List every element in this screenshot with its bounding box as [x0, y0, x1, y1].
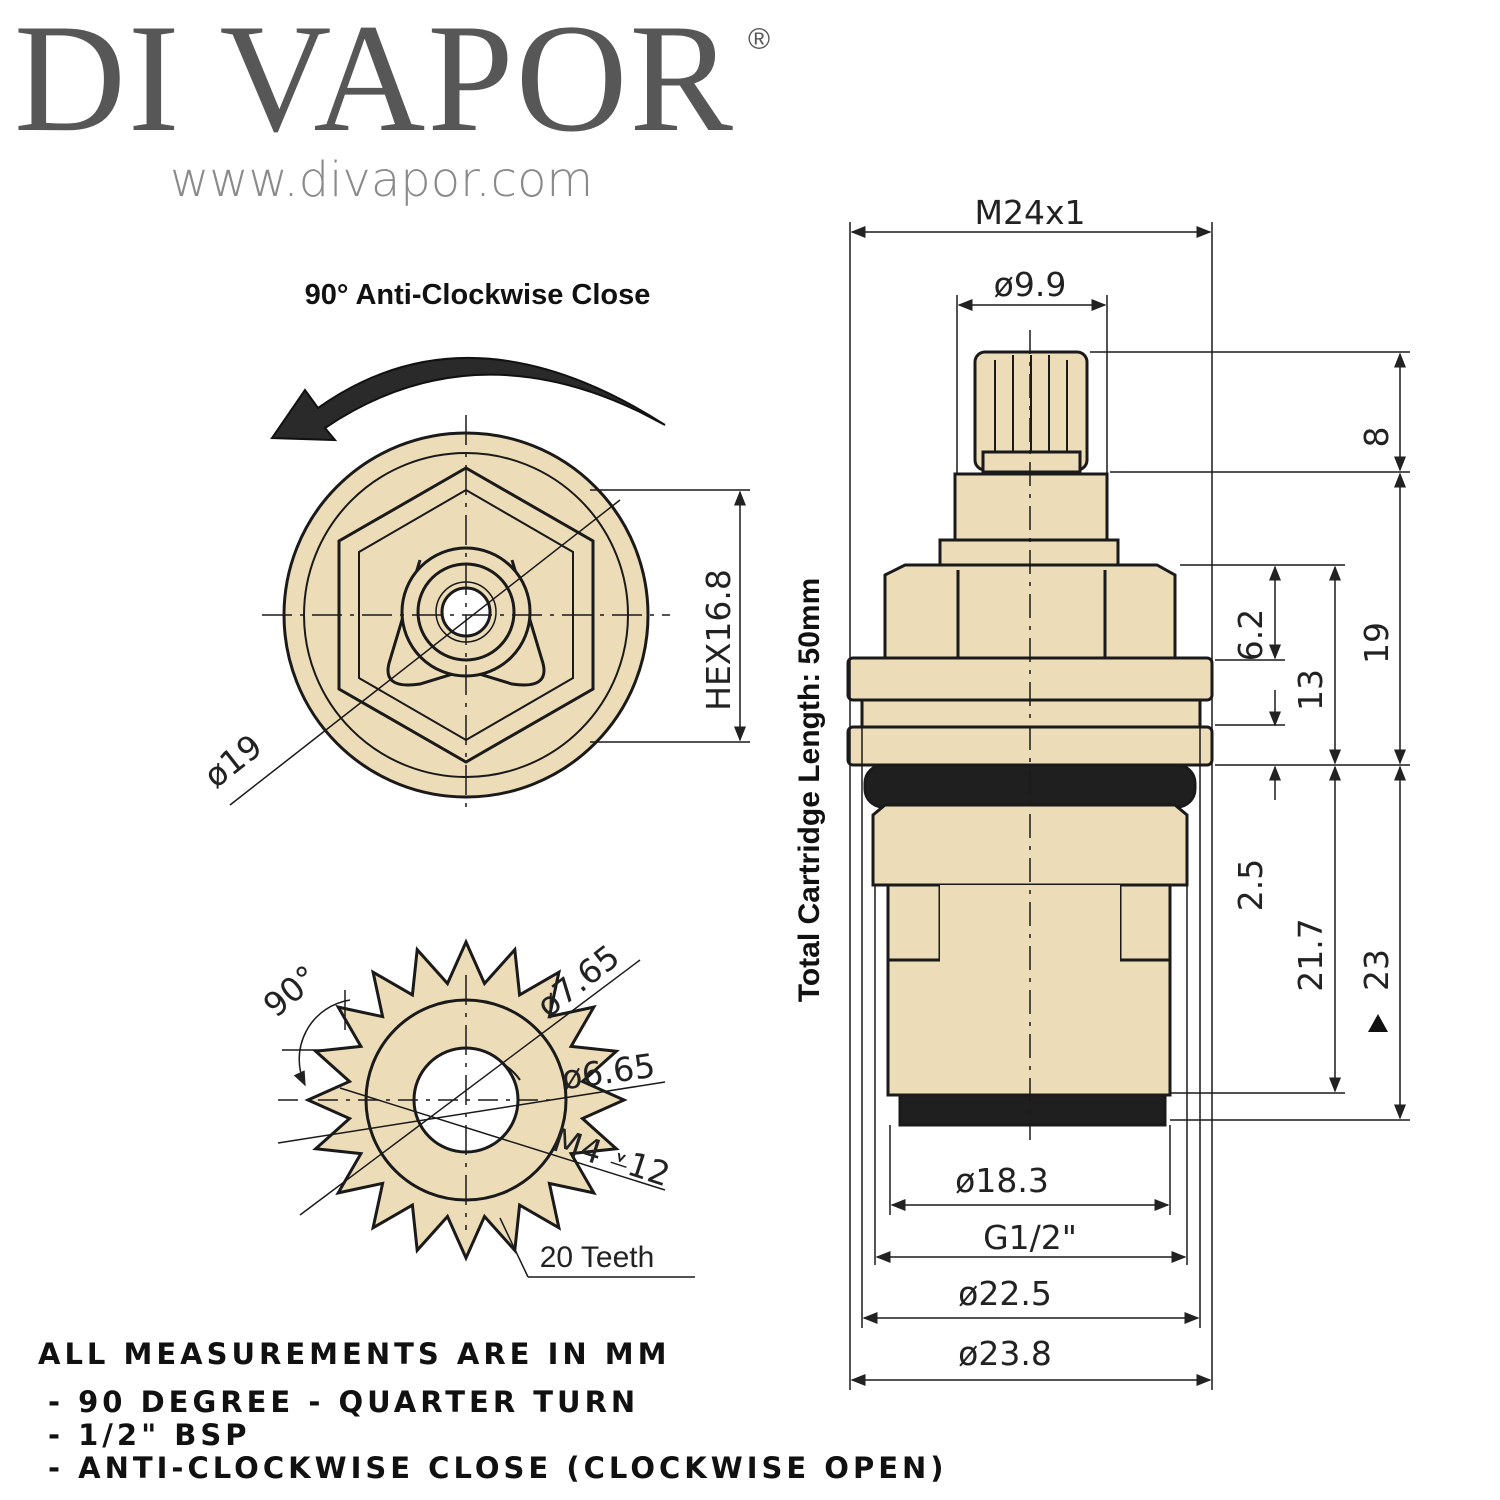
rotation-arrow-icon — [270, 356, 666, 442]
note-item: - ANTI-CLOCKWISE CLOSE (CLOCKWISE OPEN) — [48, 1451, 948, 1485]
top-view — [229, 415, 670, 815]
dim-23: 23 — [1357, 949, 1396, 991]
side-view — [846, 330, 1214, 1140]
triangle-marker-icon — [1368, 1014, 1388, 1032]
brand-url: www.divapor.com — [170, 152, 594, 208]
dim-23-8: ø23.8 — [958, 1334, 1052, 1373]
note-item: - 90 DEGREE - QUARTER TURN — [48, 1385, 640, 1419]
teeth-label: 20 Teeth — [540, 1241, 655, 1274]
rotation-title: 90° Anti-Clockwise Close — [304, 279, 651, 311]
total-length-label: Total Cartridge Length: 50mm — [793, 577, 826, 1003]
dim-19: 19 — [1357, 622, 1396, 664]
thread-m24-label: M24x1 — [975, 193, 1086, 232]
angle-label: 90° — [256, 957, 326, 1024]
dim-21-7: 21.7 — [1291, 918, 1330, 991]
dim-22-5: ø22.5 — [958, 1274, 1052, 1313]
notes-heading: ALL MEASUREMENTS ARE IN MM — [38, 1337, 671, 1371]
hex-label: HEX16.8 — [699, 569, 738, 711]
spline-view — [277, 938, 695, 1278]
dim-18-3: ø18.3 — [955, 1161, 1049, 1200]
dim-g-half: G1/2" — [983, 1218, 1077, 1257]
spindle-diameter-label: ø9.9 — [994, 265, 1067, 304]
brand-logo: DI VAPOR — [14, 0, 735, 164]
note-item: - 1/2" BSP — [48, 1418, 251, 1452]
dim-8: 8 — [1357, 427, 1396, 448]
dim-2-5: 2.5 — [1231, 859, 1270, 911]
dim-6-2: 6.2 — [1231, 609, 1270, 661]
dim-13: 13 — [1291, 669, 1330, 711]
registered-mark: ® — [748, 23, 771, 56]
diameter-19-label: ø19 — [196, 726, 269, 795]
